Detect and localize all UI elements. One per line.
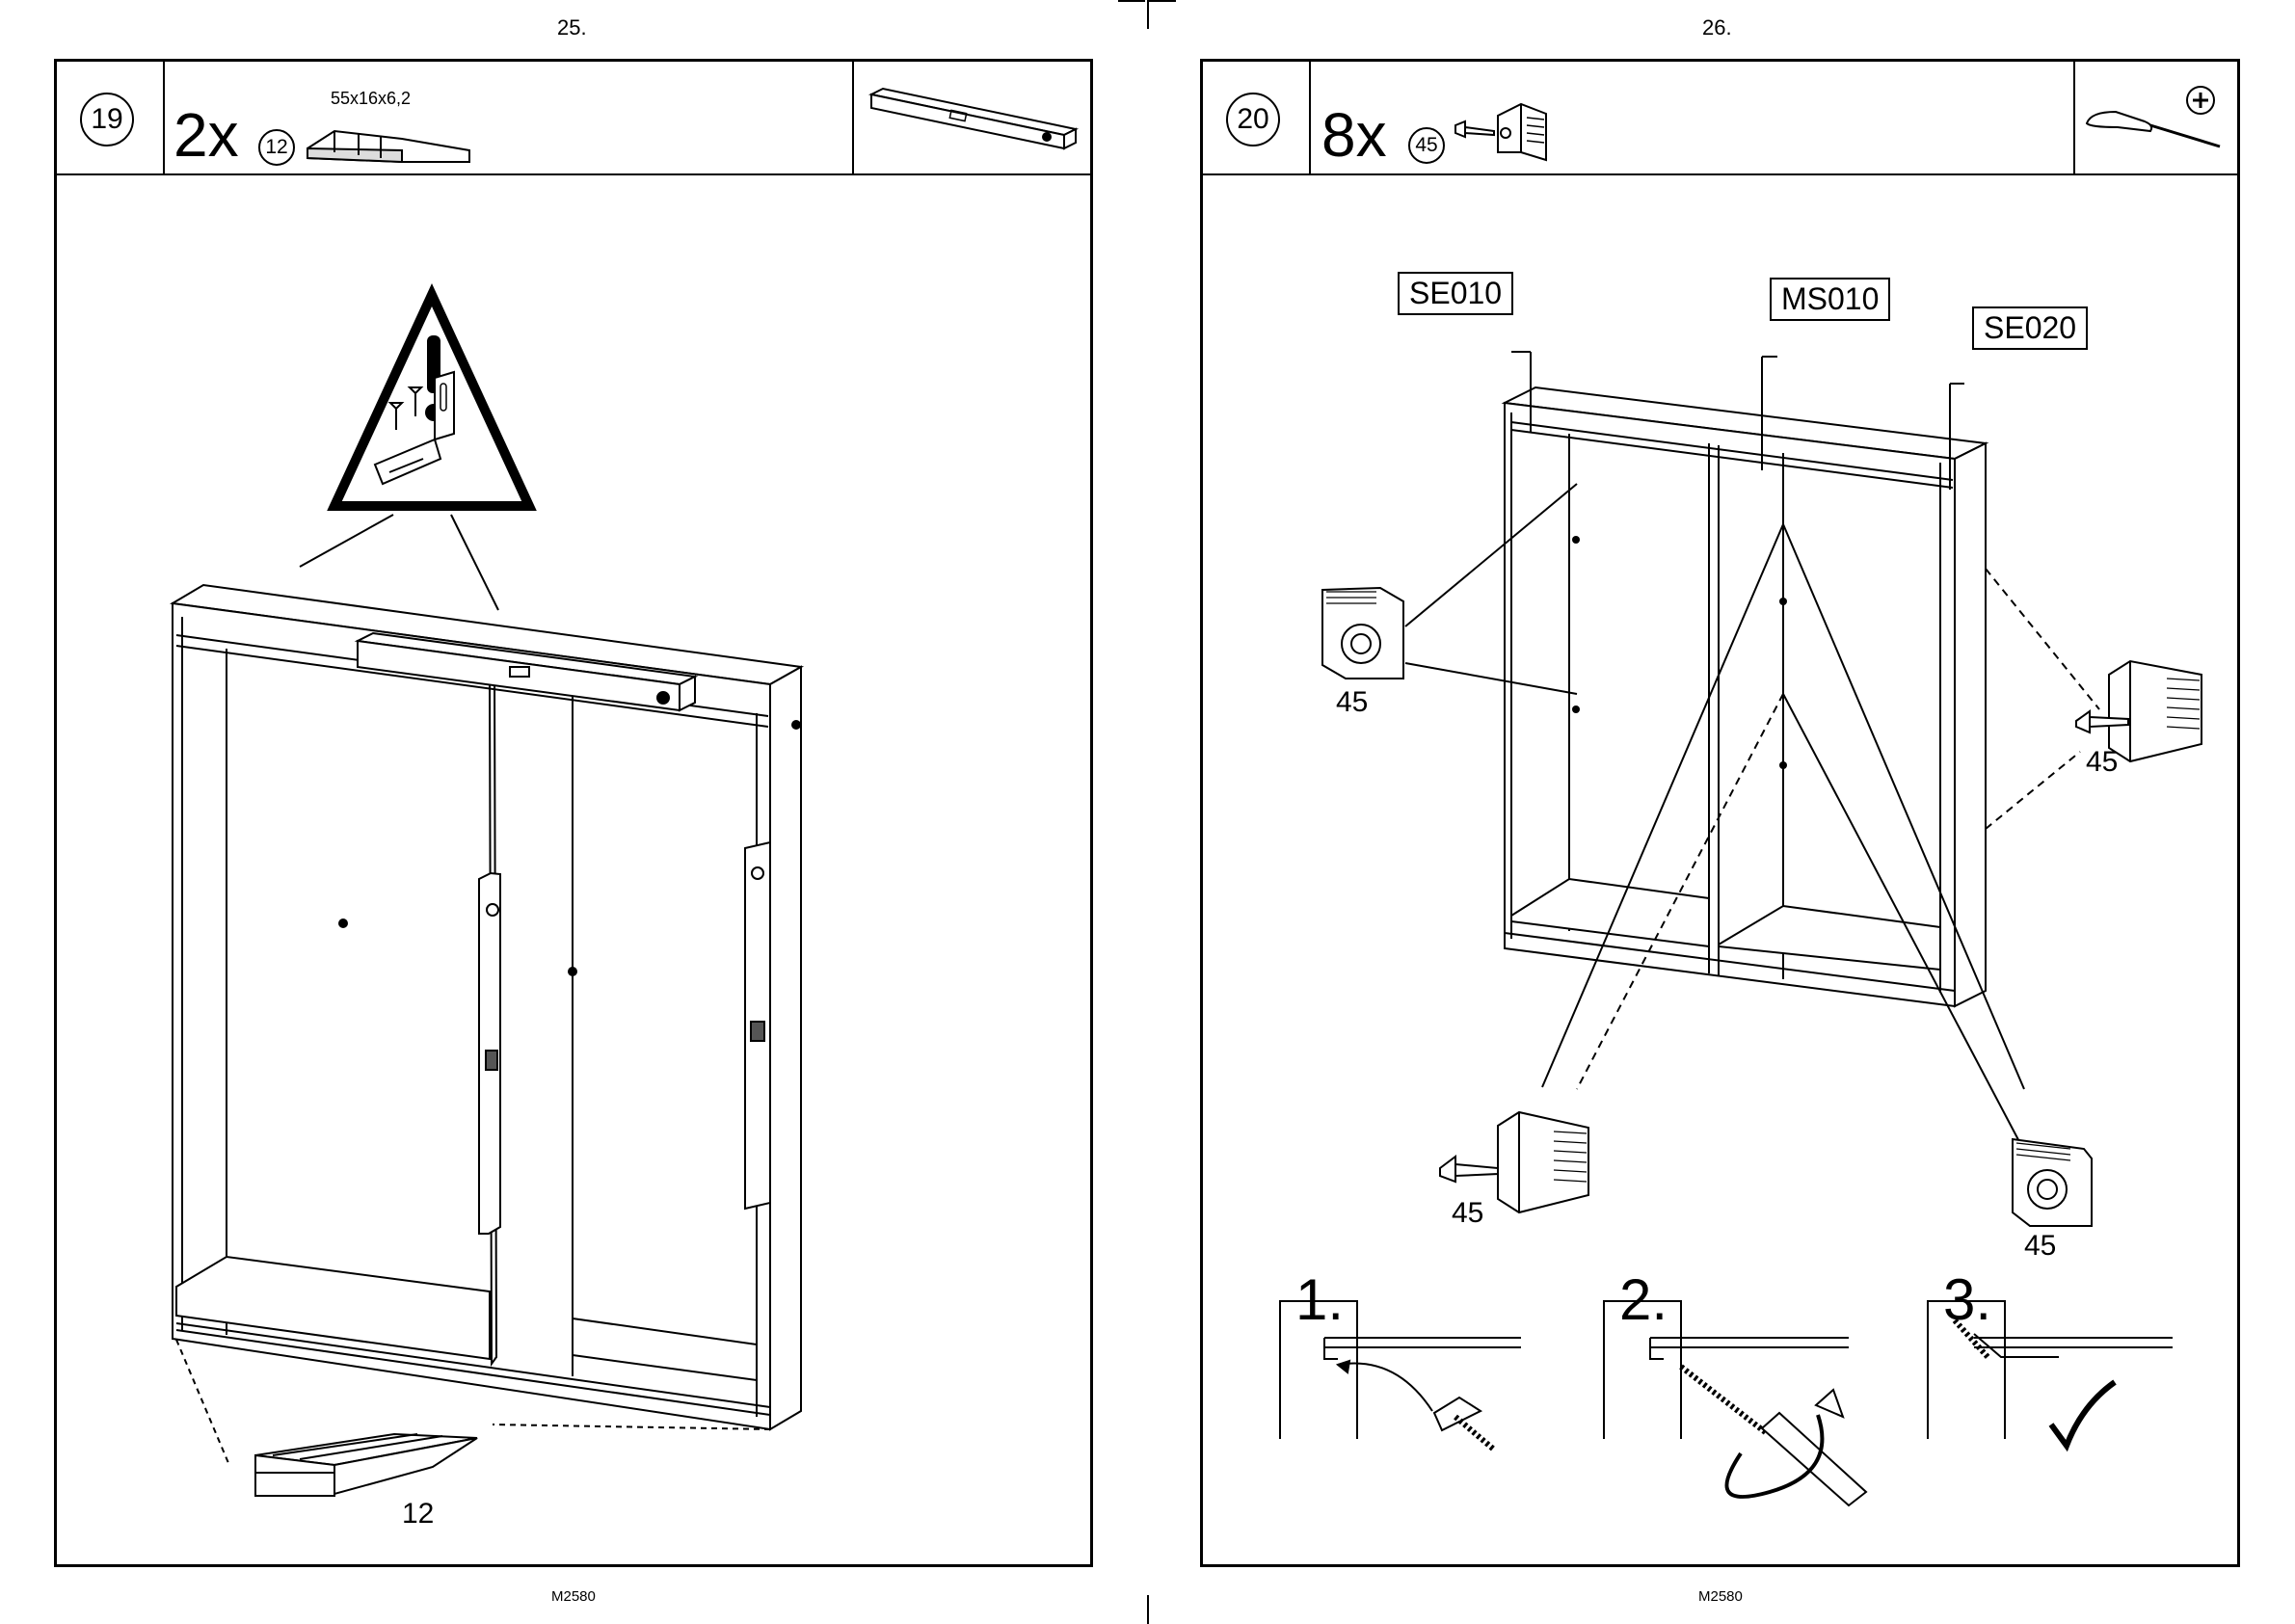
substep-1-label: 1.: [1295, 1266, 1344, 1333]
tool-cell: [852, 62, 1090, 173]
corner-bracket-screw-icon: [1450, 98, 1556, 166]
part-number-badge: 45: [1408, 127, 1445, 164]
crop-mark: [1118, 0, 1145, 2]
spirit-level-side: [745, 842, 770, 1209]
substep-3-label: 3.: [1943, 1266, 1991, 1333]
crop-mark: [1149, 0, 1176, 2]
wedge-shim-icon: [306, 121, 489, 170]
quantity-label: 8x: [1321, 104, 1387, 166]
step-20-header: 20 8x 45: [1203, 62, 2237, 175]
spirit-level-icon: [854, 62, 1090, 173]
wedge-shims: [255, 1434, 477, 1496]
part-number-badge: 12: [258, 129, 295, 166]
warning-triangle-icon: [334, 295, 529, 506]
corner-bracket-left: [1322, 588, 1403, 679]
page-number-right: 26.: [1702, 15, 1732, 40]
substep-2-label: 2.: [1619, 1266, 1668, 1333]
footer-model-left: M2580: [551, 1588, 596, 1605]
step-20-panel: 20 8x 45: [1200, 59, 2240, 1567]
part-dimensions: 55x16x6,2: [331, 89, 411, 109]
crop-mark: [1147, 0, 1149, 29]
bracket-callout-right: 45: [2086, 746, 2118, 779]
wardrobe-frame: [1505, 387, 1986, 1006]
step-19-header: 19 2x 12 55x16x6,2: [57, 62, 1090, 175]
step-number-cell: 20: [1203, 62, 1311, 173]
step-number-cell: 19: [57, 62, 165, 173]
shim-callout: 12: [402, 1498, 434, 1531]
tool-cell: [2073, 62, 2237, 173]
step-number: 20: [1226, 93, 1280, 146]
step-19-illustration: [57, 173, 1090, 1564]
step-19-panel: 19 2x 12 55x16x6,2: [54, 59, 1093, 1567]
corner-bracket-bottom-right: [2013, 1139, 2092, 1226]
quantity-label: 2x: [173, 104, 239, 166]
panel-label-ms010: MS010: [1770, 278, 1890, 321]
bracket-callout-bottom-right: 45: [2024, 1230, 2056, 1263]
step-number: 19: [80, 93, 134, 146]
step-20-illustration: [1203, 173, 2237, 1564]
footer-model-right: M2580: [1698, 1588, 1743, 1605]
bracket-callout-bottom-left: 45: [1452, 1197, 1483, 1230]
panel-label-se010: SE010: [1398, 272, 1513, 315]
screwdriver-icon: [2075, 62, 2237, 173]
crop-mark: [1147, 1595, 1149, 1624]
page-number-left: 25.: [557, 15, 587, 40]
panel-label-se020: SE020: [1972, 306, 2088, 350]
spirit-level-divider: [479, 873, 500, 1234]
bracket-callout-left: 45: [1336, 686, 1368, 719]
